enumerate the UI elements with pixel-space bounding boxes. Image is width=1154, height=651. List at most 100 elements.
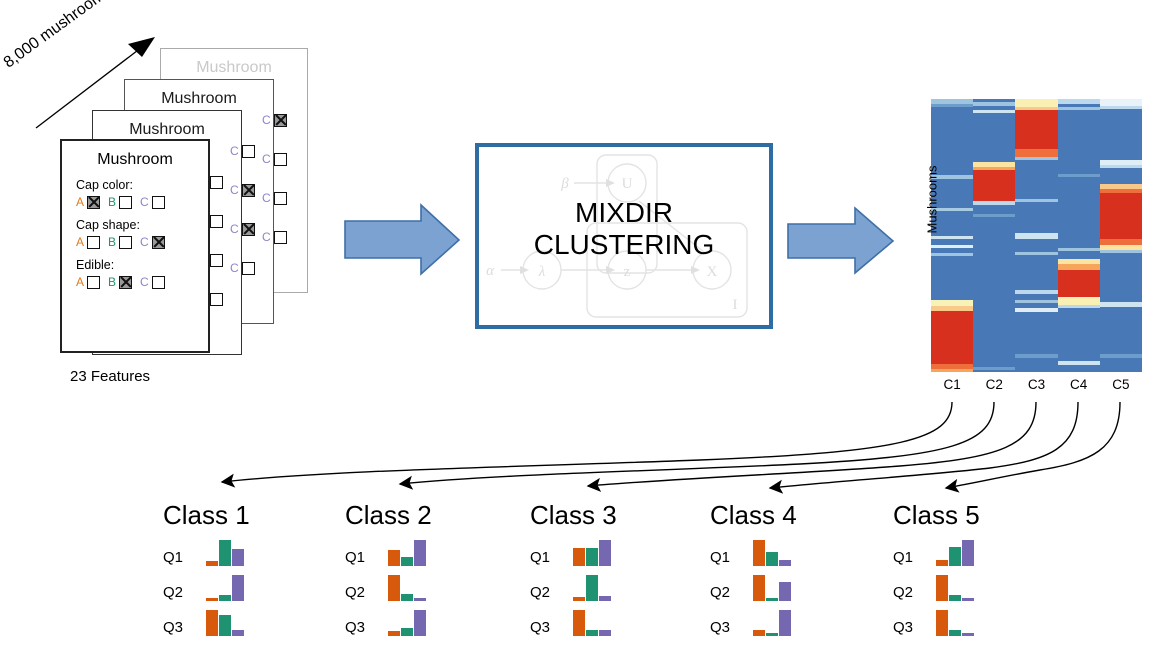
stub-letter: C	[230, 261, 239, 275]
checkbox-a[interactable]	[87, 275, 101, 289]
card-title-back-2: Mushroom	[161, 90, 237, 107]
cluster-heatmap	[931, 99, 1142, 372]
checkbox-c[interactable]	[151, 275, 165, 289]
heatmap-band	[1057, 269, 1100, 297]
heatmap-band	[931, 175, 974, 179]
heatmap-band	[1099, 354, 1142, 358]
bar-a	[573, 610, 585, 636]
option-letter: B	[108, 275, 117, 289]
question-row: Q2	[163, 575, 250, 601]
question-label: Q3	[893, 619, 914, 636]
question-bar-chart	[753, 540, 793, 566]
heatmap-band	[1015, 251, 1058, 256]
checkbox-a[interactable]	[87, 235, 101, 249]
question-bar-chart	[936, 575, 976, 601]
question-label: Q3	[345, 619, 366, 636]
stub-checkbox	[241, 261, 255, 275]
feature-label: Cap color:	[76, 178, 133, 192]
bar-a	[573, 597, 585, 601]
option-b: B	[108, 195, 133, 209]
bar-a	[388, 631, 400, 636]
heatmap-column-c2	[973, 99, 1016, 372]
heatmap-band	[1099, 164, 1142, 169]
heatmap-band	[1015, 99, 1058, 108]
heatmap-band	[1015, 307, 1058, 312]
option-c: C	[140, 275, 165, 289]
question-label: Q2	[710, 584, 731, 601]
bar-a	[753, 540, 765, 566]
question-row: Q3	[710, 610, 797, 636]
question-bar-chart	[206, 540, 246, 566]
heatmap-band	[1099, 244, 1142, 250]
question-label: Q2	[345, 584, 366, 601]
question-bar-chart	[573, 575, 613, 601]
option-a: A	[76, 195, 101, 209]
bar-c	[779, 559, 791, 566]
option-letter: C	[140, 195, 149, 209]
question-bar-chart	[206, 575, 246, 601]
heatmap-tick-c2: C2	[985, 377, 1003, 392]
stub-letter: C	[262, 230, 271, 244]
heatmap-band	[1057, 296, 1100, 306]
bar-c	[779, 610, 791, 636]
heatmap-tick-c3: C3	[1027, 377, 1046, 392]
question-bar-chart	[388, 540, 428, 566]
bar-b	[949, 547, 961, 566]
heatmap-band	[931, 235, 974, 239]
checkbox-b[interactable]	[119, 195, 133, 209]
question-row: Q3	[530, 610, 617, 636]
feature-options: A B C	[76, 195, 208, 209]
plate-label-i: I	[733, 297, 738, 313]
checkbox-c[interactable]	[151, 235, 165, 249]
question-row: Q2	[345, 575, 432, 601]
checkbox-c[interactable]	[151, 195, 165, 209]
heatmap-band	[973, 166, 1016, 170]
heatmap-band	[1015, 354, 1058, 359]
class-title: Class 3	[530, 500, 617, 530]
option-letter: A	[76, 235, 85, 249]
heatmap-band	[931, 245, 974, 249]
feature-edible: Edible: A B C	[76, 258, 208, 289]
mushroom-card-front: Mushroom Cap color: A B C Cap shape: A B…	[60, 139, 210, 353]
stub-checkbox-checked	[273, 113, 287, 127]
question-row: Q1	[893, 540, 980, 566]
bar-b	[219, 615, 231, 636]
question-bar-chart	[573, 610, 613, 636]
question-bar-chart	[206, 610, 246, 636]
stub-letter: C	[262, 191, 271, 205]
heatmap-band	[973, 101, 1016, 107]
heatmap-y-axis-label: Mushrooms	[924, 165, 940, 234]
question-row: Q2	[893, 575, 980, 601]
checkbox-a[interactable]	[87, 195, 101, 209]
heatmap-band	[973, 201, 1016, 206]
stub-letter: C	[262, 152, 271, 166]
option-a: A	[76, 235, 101, 249]
heatmap-tick-c1: C1	[943, 377, 961, 392]
bar-b	[586, 630, 598, 636]
bar-a	[936, 610, 948, 636]
pipeline-arrow-2	[787, 206, 895, 275]
plate-param-beta: β	[560, 176, 569, 192]
question-label: Q3	[710, 619, 731, 636]
mixdir-label: MIXDIR CLUSTERING	[479, 197, 769, 261]
question-label: Q1	[163, 549, 184, 566]
checkbox-b[interactable]	[119, 275, 133, 289]
stub-checkbox-checked	[241, 183, 255, 197]
bar-c	[962, 540, 974, 566]
heatmap-band	[1015, 156, 1058, 161]
bar-c	[232, 575, 244, 601]
stub-letter: C	[230, 183, 239, 197]
question-bar-chart	[573, 540, 613, 566]
pipeline-arrow-1	[344, 203, 461, 276]
bar-b	[219, 594, 231, 601]
feature-cap-shape: Cap shape: A B C	[76, 218, 208, 249]
checkbox-b[interactable]	[119, 235, 133, 249]
question-row: Q1	[345, 540, 432, 566]
question-label: Q3	[530, 619, 551, 636]
bar-c	[599, 540, 611, 566]
option-letter: B	[108, 235, 117, 249]
heatmap-band	[973, 366, 1016, 370]
question-row: Q3	[163, 610, 250, 636]
